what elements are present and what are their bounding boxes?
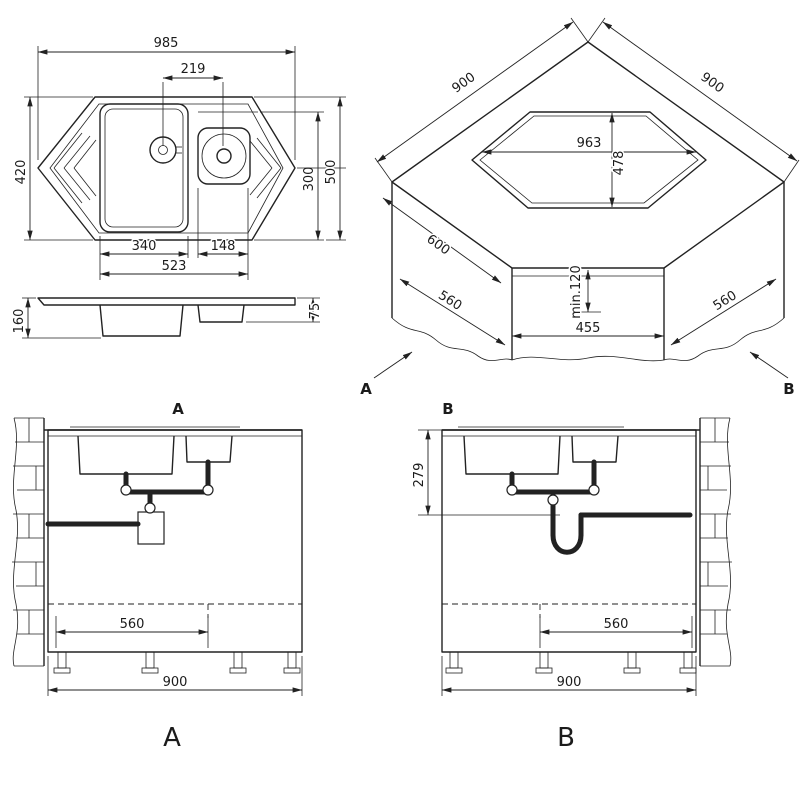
half-bowl-drain <box>216 148 232 164</box>
dim-523: 523 <box>162 259 187 274</box>
caption-a: A <box>163 723 181 753</box>
brick-wall-a <box>12 417 45 667</box>
cabinet-a <box>47 429 303 653</box>
cabinet-b <box>441 429 697 653</box>
section-b-tag: B <box>442 400 453 418</box>
section-a-tag: A <box>172 400 184 418</box>
plumbing-b <box>506 459 693 555</box>
dim-900-a: 900 <box>163 675 188 690</box>
sink-inner-rim <box>49 103 284 234</box>
dim-300: 300 <box>302 167 317 192</box>
dim-963: 963 <box>577 136 602 151</box>
caption-b: B <box>557 723 575 753</box>
drainboard-grooves-left <box>53 132 97 204</box>
dim-min120: min.120 <box>569 265 584 318</box>
bowl-section-b <box>463 435 561 475</box>
profile-main-bowl <box>99 304 184 337</box>
corner-view: 900 900 963 478 600 min.120 560 560 455 … <box>359 17 800 400</box>
dim-420: 420 <box>14 160 29 185</box>
plan-view: 985 219 420 300 500 340 148 523 <box>13 35 346 280</box>
main-bowl <box>99 103 189 233</box>
profile-half-bowl <box>197 304 245 323</box>
dim-600: 600 <box>424 232 453 259</box>
plumbing-a <box>45 459 214 545</box>
legs-a <box>53 651 301 674</box>
legs-b <box>445 651 697 674</box>
label-arrow-b: B <box>783 380 794 398</box>
bowl-section-a <box>77 435 175 475</box>
torn-edge-front <box>511 355 665 362</box>
corner-top-face <box>391 41 785 269</box>
dim-560-b: 560 <box>604 617 629 632</box>
dim-340: 340 <box>132 239 157 254</box>
dim-455: 455 <box>576 321 601 336</box>
dim-478: 478 <box>612 151 627 176</box>
dim-560-right: 560 <box>711 288 740 314</box>
dim-500: 500 <box>324 160 339 185</box>
brick-wall-b <box>699 417 732 667</box>
dim-219: 219 <box>181 62 206 77</box>
dim-75: 75 <box>308 303 323 320</box>
sink-outline <box>37 96 296 241</box>
section-a: A <box>12 399 303 755</box>
corner-cutout <box>471 111 707 209</box>
dim-279: 279 <box>412 463 427 488</box>
dim-560-a: 560 <box>120 617 145 632</box>
section-b: B <box>411 399 732 755</box>
profile-view: 160 75 <box>11 297 325 339</box>
dim-985: 985 <box>154 36 179 51</box>
drainboard-grooves-right <box>249 137 282 199</box>
profile-outline <box>37 297 296 306</box>
dim-148: 148 <box>211 239 236 254</box>
torn-edge-left <box>391 317 513 362</box>
half-bowl <box>197 127 251 185</box>
dim-900-b: 900 <box>557 675 582 690</box>
torn-edge-right <box>663 317 785 362</box>
dim-160: 160 <box>12 309 27 334</box>
label-arrow-a: A <box>360 380 372 398</box>
